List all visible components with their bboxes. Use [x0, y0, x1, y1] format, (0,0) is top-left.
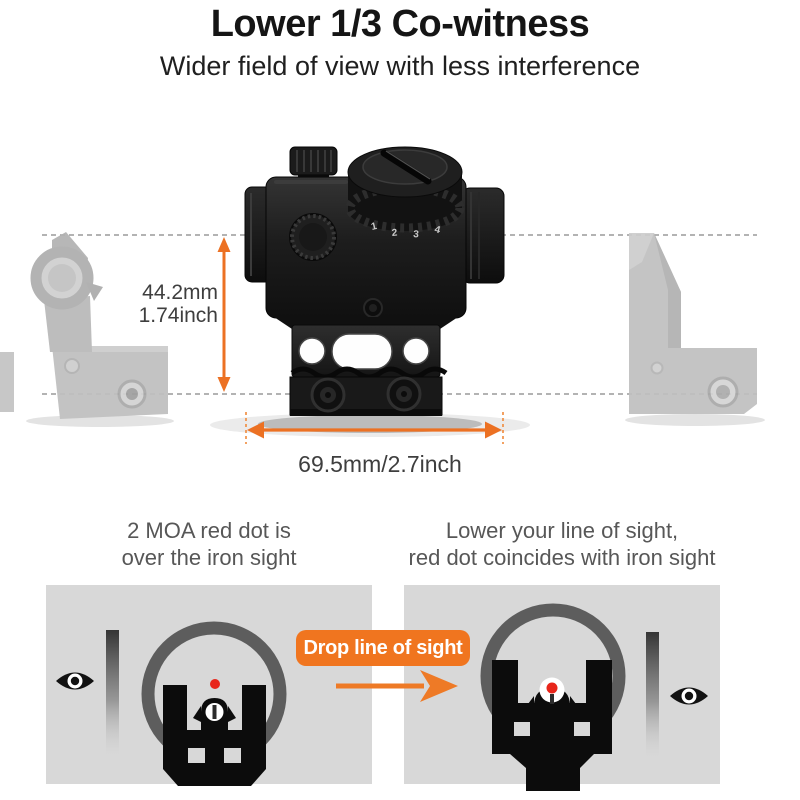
ocular-lens-housing [461, 187, 505, 284]
caption-line: 2 MOA red dot is [127, 518, 291, 543]
dial-number: 1 [370, 221, 378, 233]
width-dimension-arrow [245, 412, 504, 444]
red-dot [210, 679, 220, 689]
sight-line-bar [106, 630, 119, 756]
right-comparison-panel [404, 585, 720, 791]
picatinny-rail [289, 376, 443, 416]
caption-line: over the iron sight [121, 545, 297, 570]
drop-line-arrow-icon [336, 670, 458, 702]
dial-number: 3 [413, 229, 420, 240]
sight-line-bar [646, 632, 659, 758]
adjustment-turret-cap [289, 146, 338, 182]
caption-line: Lower your line of sight, [445, 518, 679, 543]
width-dimension-label: 69.5mm/2.7inch [298, 451, 462, 477]
left-comparison-panel [46, 585, 372, 786]
iron-sight-silhouette [163, 685, 266, 786]
riser-mount [274, 317, 458, 380]
height-dimension-arrow [217, 237, 231, 392]
page-title: Lower 1/3 Co-witness [210, 3, 590, 45]
brightness-dial: 1 2 3 4 [345, 146, 465, 241]
page-subtitle: Wider field of view with less interferen… [159, 51, 641, 81]
height-dimension-label: 44.2mm 1.74inch [88, 281, 218, 327]
red-dot [546, 682, 558, 694]
drop-line-of-sight-badge: Drop line of sight [296, 630, 470, 666]
dial-number: 2 [391, 228, 398, 239]
ghost-rear-iron-sight-image [0, 232, 174, 427]
right-panel-caption: Lower your line of sight, red dot coinci… [404, 517, 720, 571]
iron-sight-silhouette [492, 660, 612, 791]
ghost-front-iron-sight-image [625, 233, 765, 426]
dial-number: 4 [433, 224, 441, 236]
windage-knob [289, 213, 337, 261]
left-panel-caption: 2 MOA red dot is over the iron sight [46, 517, 372, 571]
caption-line: red dot coincides with iron sight [408, 545, 716, 570]
height-inch-label: 1.74inch [138, 304, 218, 327]
height-mm-label: 44.2mm [142, 281, 218, 304]
